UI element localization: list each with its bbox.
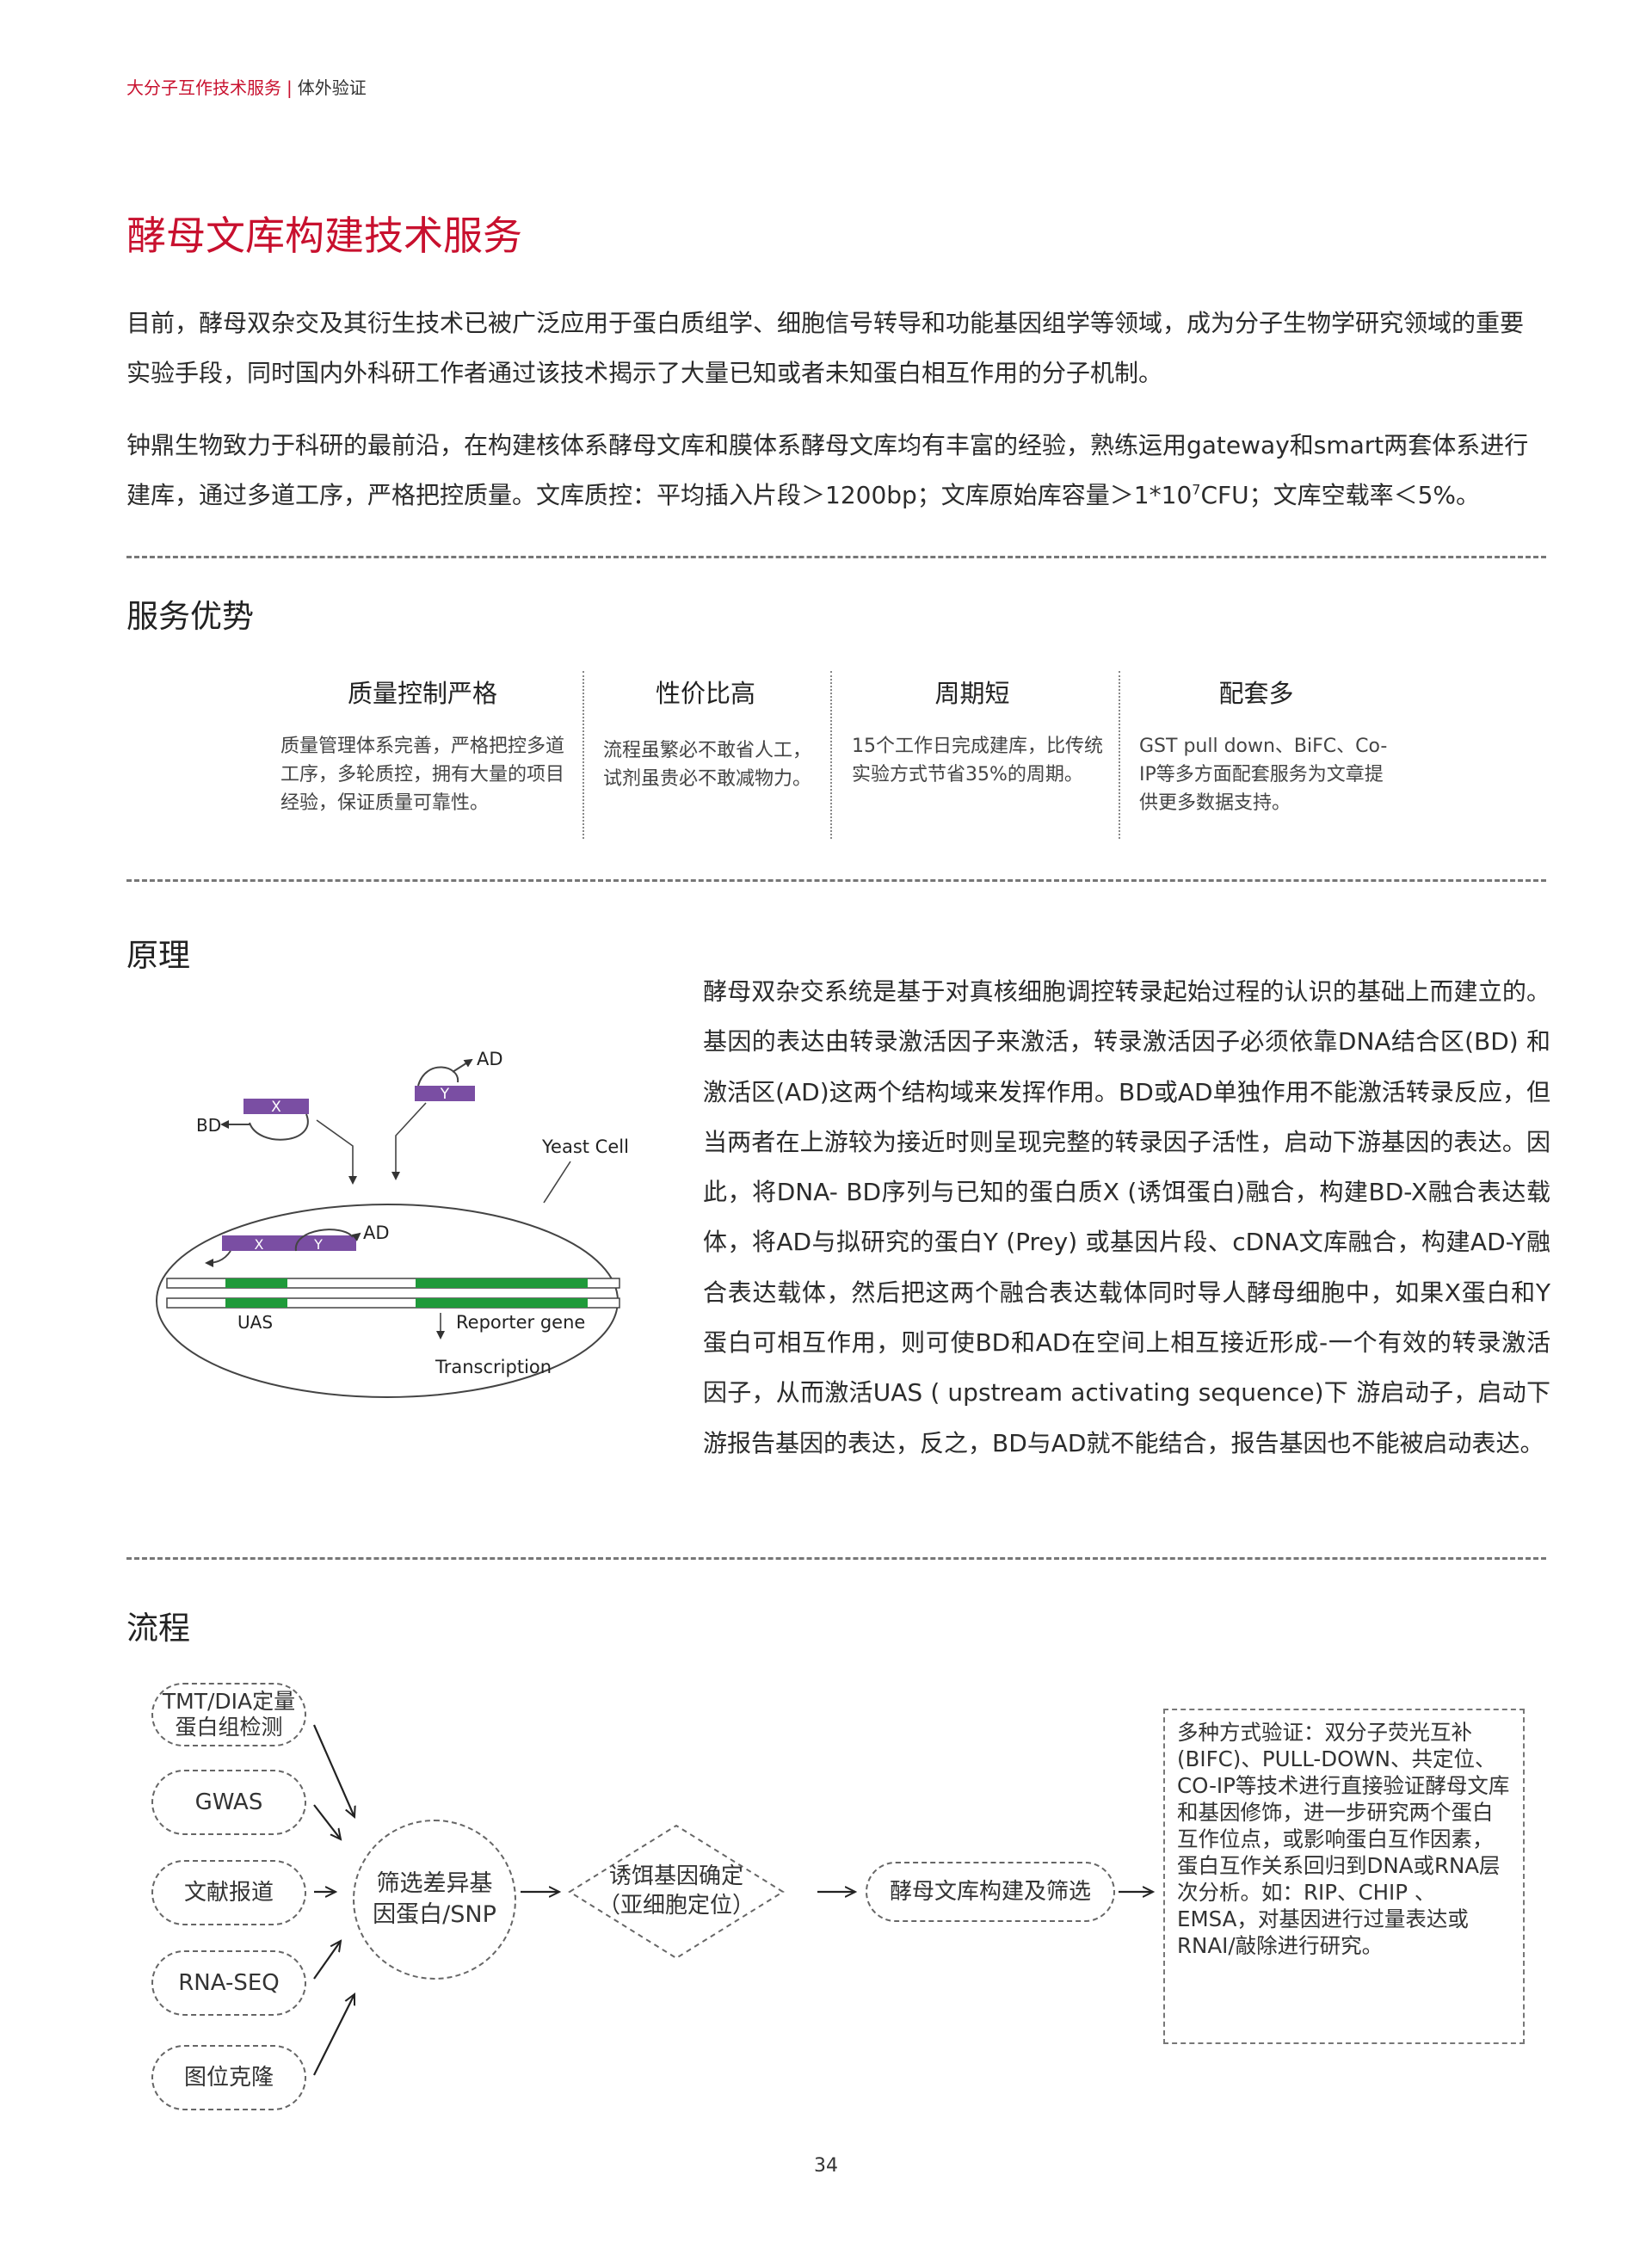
principle-text: 酵母双杂交系统是基于对真核细胞调控转录起始过程的认识的基础上而建立的。基因的表达… (703, 977, 1550, 1457)
header-section: 大分子互作技术服务 (126, 77, 281, 98)
advantage-desc-1: 质量管理体系完善，严格把控多道工序，多轮质控，拥有大量的项目经验，保证质量可靠性… (280, 736, 565, 814)
divider (126, 1557, 1546, 1560)
reporter-segment-top (416, 1278, 588, 1288)
ad-arrow (452, 1058, 473, 1073)
reporter-gene-label: Reporter gene (456, 1312, 585, 1333)
bait-line-2: （亚细胞定位） (597, 1893, 755, 1919)
bait-gene-text: 诱饵基因确定 （亚细胞定位） (570, 1857, 783, 1925)
yeast-cell-label: Yeast Cell (541, 1136, 629, 1157)
bait-line-1: 诱饵基因确定 (608, 1863, 743, 1889)
bound-ad-curve (294, 1229, 354, 1252)
bound-ad-label: AD (363, 1223, 390, 1243)
bound-bd-arrow (205, 1250, 231, 1267)
arrow-tmt-to-screen (312, 1724, 354, 1817)
ad-label: AD (477, 1049, 503, 1069)
intro-p2-tail: CFU；文库空载率＜5%。 (1200, 481, 1481, 509)
source-literature: 文献报道 (151, 1860, 306, 1925)
yeast-library-construction: 酵母文库构建及筛选 (866, 1862, 1115, 1922)
ad-domain-curve (417, 1066, 459, 1087)
column-separator (830, 671, 832, 839)
header-subsection: 体外验证 (297, 77, 367, 98)
arrow-gwas-to-screen (313, 1804, 341, 1839)
advantage-title-2: 性价比高 (655, 679, 755, 708)
source-tmt-line-2: 蛋白组检测 (175, 1715, 283, 1740)
advantage-title-3: 周期短 (934, 679, 1010, 708)
source-gwas: GWAS (151, 1770, 306, 1835)
advantage-desc-2: 流程虽繁必不敢省人工，试剂虽贵必不敢减物力。 (603, 740, 812, 790)
screen-differential-genes: 筛选差异基因蛋白/SNP (353, 1820, 516, 1980)
protein-x-label: X (271, 1099, 281, 1116)
bd-x-protein (243, 1099, 309, 1114)
source-tmt-dia: TMT/DIA定量蛋白组检测 (151, 1683, 306, 1746)
screen-line-2: 因蛋白/SNP (373, 1901, 496, 1928)
section-heading-principle: 原理 (126, 937, 190, 974)
flow-arrows (312, 1724, 1652, 2076)
ad-y-protein (415, 1086, 475, 1101)
import-arrow-bd-x (316, 1119, 357, 1185)
column-separator (1119, 671, 1120, 839)
uas-segment-top (225, 1278, 287, 1288)
intro-p2-exponent: 7 (1192, 481, 1201, 498)
import-arrow-ad-y (391, 1102, 427, 1180)
source-map-cloning: 图位克隆 (151, 2045, 306, 2110)
protein-y-label: Y (440, 1086, 450, 1103)
bd-domain-curve (249, 1113, 309, 1141)
source-rna-seq: RNA-SEQ (151, 1950, 306, 2016)
header-separator: | (287, 77, 293, 98)
bound-ad-arrow (351, 1232, 361, 1241)
uas-segment-bottom (225, 1298, 287, 1308)
bd-label: BD (196, 1115, 221, 1136)
yeast-cell-pointer (543, 1161, 571, 1204)
section-heading-flow: 流程 (126, 1610, 190, 1647)
divider (126, 556, 1546, 558)
intro-paragraph-2: 钟鼎生物致力于科研的最前沿，在构建核体系酵母文库和膜体系酵母文库均有丰富的经验，… (126, 421, 1546, 520)
source-tmt-line-1: TMT/DIA定量 (162, 1689, 296, 1714)
bound-x-label: X (255, 1236, 264, 1253)
section-heading-advantages: 服务优势 (126, 598, 254, 635)
running-header: 大分子互作技术服务 |体外验证 (126, 74, 367, 99)
bound-y-label: Y (313, 1236, 323, 1253)
dna-strand-bottom (166, 1297, 620, 1309)
dna-strand-top (166, 1278, 620, 1289)
bound-bd-x-complex (222, 1235, 356, 1251)
intro-p2-text: 钟鼎生物致力于科研的最前沿，在构建核体系酵母文库和膜体系酵母文库均有丰富的经验，… (126, 431, 1529, 509)
advantage-desc-4: GST pull down、BiFC、Co-IP等多方面配套服务为文章提供更多数… (1139, 736, 1388, 814)
advantage-title-1: 质量控制严格 (347, 679, 497, 708)
divider (126, 879, 1546, 882)
column-separator (583, 671, 584, 839)
bait-diamond (568, 1824, 785, 1960)
arrow-cloning-to-screen (313, 1994, 354, 2076)
page-title: 酵母文库构建技术服务 (126, 212, 522, 259)
page-number: 34 (814, 2155, 838, 2177)
yeast-two-hybrid-diagram: X BD Y AD Yeast Cell X Y AD UAS Reporter… (156, 1049, 629, 1398)
uas-label: UAS (237, 1312, 273, 1333)
intro-paragraph-1: 目前，酵母双杂交及其衍生技术已被广泛应用于蛋白质组学、细胞信号转导和功能基因组学… (126, 309, 1525, 387)
advantage-title-4: 配套多 (1218, 679, 1294, 708)
reporter-segment-bottom (416, 1298, 588, 1308)
transcription-label: Transcription (435, 1357, 552, 1377)
screen-line-1: 筛选差异基 (376, 1870, 493, 1897)
verification-methods: 多种方式验证：双分子荧光互补(BIFC)、PULL-DOWN、共定位、CO-IP… (1163, 1709, 1525, 2044)
advantage-desc-3: 15个工作日完成建库，比传统实验方式节省35%的周期。 (852, 736, 1103, 785)
arrow-rnaseq-to-screen (313, 1941, 341, 1980)
